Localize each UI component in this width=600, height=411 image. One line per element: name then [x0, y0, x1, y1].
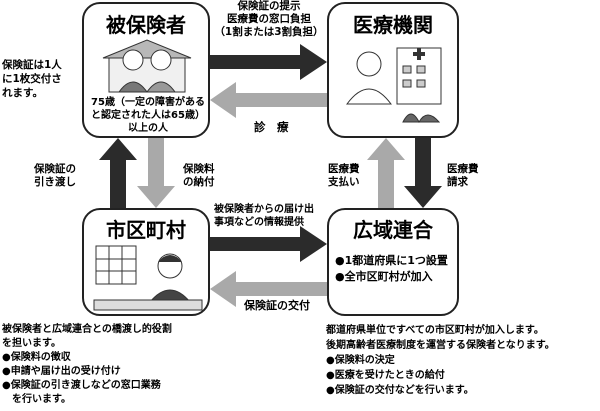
insured-caption: 75歳（一定の障害があると認定された人は65歳）以上の人 — [91, 97, 205, 134]
elderly-couple-icon — [102, 39, 192, 93]
union-bullet-2: ●全市区町村が加入 — [335, 270, 433, 283]
node-union: 広域連合 ●1都道府県に1つ設置 ●全市区町村が加入 — [327, 208, 459, 316]
arrow-municipality-to-union — [210, 226, 327, 262]
node-municipality: 市区町村 — [82, 208, 210, 316]
label-medical-to-insured: 診 療 — [254, 120, 289, 134]
arrow-municipality-to-insured — [99, 138, 137, 208]
arrow-insured-to-medical — [210, 44, 327, 80]
municipality-role-note: 被保険者と広域連合との橋渡し的役割 を担います。 ●保険料の徴収 ●申請や届け出… — [2, 324, 172, 405]
insured-title: 被保険者 — [106, 13, 186, 37]
clerk-icon — [93, 245, 203, 311]
label-municipality-to-union: 被保険者からの届け出 事項などの情報提供 — [214, 204, 314, 228]
arrow-insured-to-municipality — [137, 138, 175, 208]
municipality-title: 市区町村 — [106, 218, 186, 242]
label-insured-to-medical: 保険証の提示 医療費の窓口負担 （1割または3割負担） — [214, 0, 324, 38]
arrow-medical-to-insured — [210, 82, 327, 118]
card-note: 保険証は1人 に1枚交付さ れます。 — [2, 59, 62, 99]
arrow-union-to-medical — [367, 138, 405, 208]
hospital-doctor-icon — [346, 47, 442, 124]
label-union-to-medical: 医療費 支払い — [328, 163, 360, 188]
arrow-union-to-municipality — [210, 271, 327, 307]
label-municipality-to-insured: 保険証の 引き渡し — [34, 163, 76, 188]
union-role-note: 都道府県単位ですべての市区町村が加入します。 後期高齢者医療制度を運営する保険者… — [326, 325, 555, 396]
union-bullet-1: ●1都道府県に1つ設置 — [335, 254, 448, 267]
label-insured-to-municipality: 保険料 の納付 — [183, 163, 215, 188]
label-medical-to-union: 医療費 請求 — [447, 163, 479, 188]
node-insured: 被保険者 75歳（一定の障害があると認定された人は65歳）以上の人 — [82, 2, 210, 138]
union-title: 広域連合 — [353, 218, 433, 242]
medical-title: 医療機関 — [353, 13, 433, 37]
node-medical: 医療機関 — [327, 2, 459, 138]
arrow-medical-to-union — [404, 138, 442, 208]
label-union-to-municipality: 保険証の交付 — [244, 299, 310, 312]
